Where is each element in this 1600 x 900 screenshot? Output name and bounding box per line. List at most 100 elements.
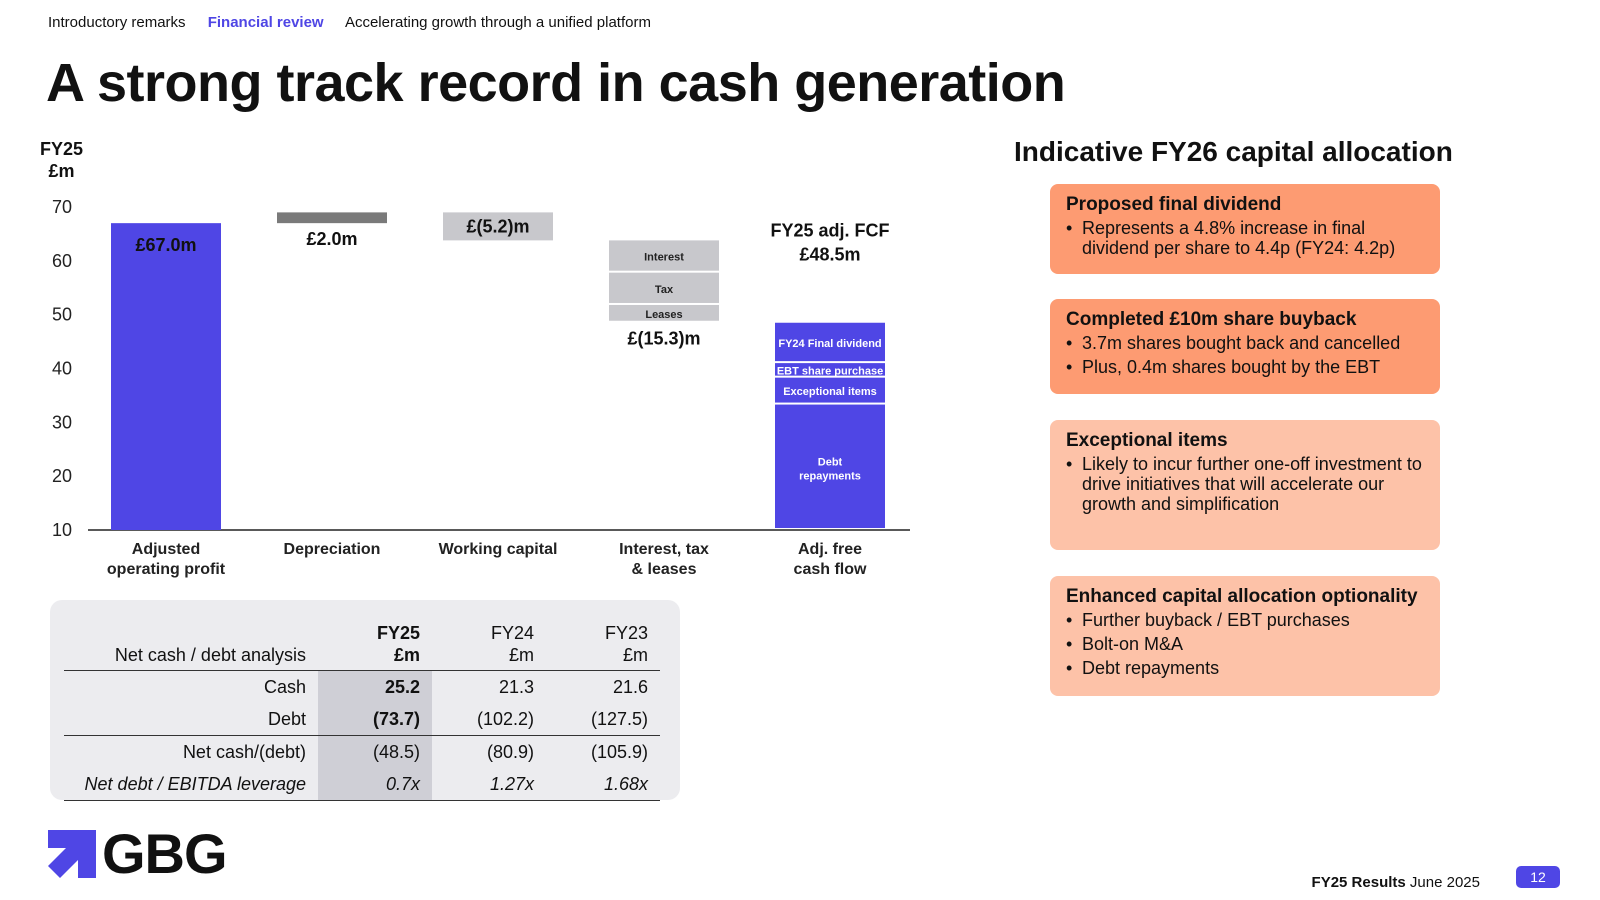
unit-line-2: £m [48,161,75,181]
card-share-buyback: Completed £10m share buyback 3.7m shares… [1050,299,1440,394]
table-row: Net debt / EBITDA leverage 0.7x 1.27x 1.… [64,768,660,801]
bullet-item: Debt repayments [1066,658,1424,678]
card-bullets: Likely to incur further one-off investme… [1066,454,1424,514]
gbg-logo: GBG [48,822,228,885]
x-category-label: Interest, tax [619,541,709,558]
col-fy24-line1: FY24 [490,623,534,643]
bar-segment [775,404,885,528]
x-category-label: operating profit [107,561,226,578]
row-label: Net debt / EBITDA leverage [64,768,318,801]
cell-fy23: 21.6 [612,676,648,697]
nav-accelerating-growth[interactable]: Accelerating growth through a unified pl… [344,14,651,31]
table-col-fy24: FY24 £m [432,610,546,671]
y-tick-label: 70 [52,197,72,217]
allocation-title: Indicative FY26 capital allocation [1014,136,1453,167]
footer-report-name: FY25 Results [1311,874,1406,891]
bar-segment [775,363,885,376]
card-title: Enhanced capital allocation optionality [1066,586,1418,607]
cell-fy24: 1.27x [432,768,546,801]
net-debt-table-card: Net cash / debt analysis FY25 £m FY24 £m… [50,600,680,801]
card-bullets: 3.7m shares bought back and cancelled Pl… [1066,333,1424,377]
bar-value-label: £48.5m [799,245,860,265]
unit-line-1: FY25 [40,139,84,159]
bullet-item: Further buyback / EBT purchases [1066,610,1424,630]
card-exceptional-items: Exceptional items Likely to incur furthe… [1050,420,1440,550]
row-label: Net cash/(debt) [64,735,318,768]
y-tick-label: 40 [52,359,72,379]
segment-label: Leases [645,309,682,321]
card-capital-optionality: Enhanced capital allocation optionality … [1050,576,1440,696]
breadcrumb-nav: Introductory remarks Financial review Ac… [48,14,669,31]
bar-segment [609,240,719,271]
bar [277,212,387,224]
segment-label: Exceptional items [783,386,877,398]
nav-financial-review[interactable]: Financial review [207,14,324,31]
cell-fy23: 1.68x [546,768,660,801]
logo-text: GBG [102,822,228,885]
cell-fy24: (102.2) [476,708,534,729]
segment-label: EBT share purchase [777,365,883,377]
card-bullets: Represents a 4.8% increase in final divi… [1066,218,1424,258]
footer-date: June 2025 [1409,874,1480,891]
bullet-item: Plus, 0.4m shares bought by the EBT [1066,357,1424,377]
cell-fy25: 0.7x [318,768,432,801]
col-fy24-line2: £m [508,645,534,665]
page-title: A strong track record in cash generation [46,53,1066,113]
segment-label: Tax [655,284,674,296]
bullet-item: 3.7m shares bought back and cancelled [1066,333,1424,353]
bar-segment [609,272,719,303]
card-title: Completed £10m share buyback [1066,309,1357,330]
net-debt-table: Net cash / debt analysis FY25 £m FY24 £m… [64,610,660,801]
card-title: Exceptional items [1066,430,1228,451]
bullet-item: Likely to incur further one-off investme… [1066,454,1424,514]
col-fy23-line2: £m [622,645,648,665]
y-tick-label: 60 [52,251,72,271]
bar-segment [775,322,885,362]
chart-unit-label: FY25 £m [40,138,83,182]
footer: FY25 Results June 2025 [1312,874,1480,891]
table-header-row: Net cash / debt analysis FY25 £m FY24 £m… [64,610,660,671]
segment-label: FY24 Final dividend [778,338,881,350]
col-fy23-line1: FY23 [604,623,648,643]
y-tick-label: 50 [52,305,72,325]
nav-introductory-remarks[interactable]: Introductory remarks [48,14,186,31]
x-category-label: Working capital [439,541,558,558]
col-fy25-line2: £m [393,645,420,665]
cell-fy25: 25.2 [318,670,432,703]
x-category-label: cash flow [794,561,867,578]
y-tick-label: 10 [52,520,72,540]
cell-fy25: (73.7) [318,703,432,736]
card-title: Proposed final dividend [1066,194,1282,215]
x-category-label: Adjusted [132,541,200,558]
bullet-item: Bolt-on M&A [1066,634,1424,654]
segment-label: Debt [818,456,843,468]
cell-fy24: 21.3 [498,676,534,697]
bar-value-label: £(5.2)m [466,216,529,236]
segment-label: Interest [644,252,684,264]
arrow-logo-icon [48,830,96,878]
table-col-fy23: FY23 £m [546,610,660,671]
x-category-label: Adj. free [798,541,862,558]
bar-value-label: £(15.3)m [627,329,700,349]
x-category-label: Depreciation [284,541,381,558]
bar-header-label: FY25 adj. FCF [770,221,889,241]
y-tick-label: 20 [52,466,72,486]
bar-segment [775,377,885,403]
row-label: Debt [267,708,306,729]
page-number-badge: 12 [1516,866,1560,888]
table-header-label: Net cash / debt analysis [64,610,318,671]
segment-label: repayments [799,470,861,482]
bar-value-label: £67.0m [135,235,196,255]
cell-fy23: (105.9) [546,735,660,768]
bar-segment [609,304,719,321]
bar-value-label: £2.0m [306,229,357,249]
y-tick-label: 30 [52,412,72,432]
table-col-fy25: FY25 £m [318,610,432,671]
col-fy25-line1: FY25 [376,623,420,643]
bar [111,223,221,530]
table-row: Debt (73.7) (102.2) (127.5) [64,703,660,736]
cell-fy25: (48.5) [318,735,432,768]
card-final-dividend: Proposed final dividend Represents a 4.8… [1050,184,1440,274]
bar [443,212,553,241]
